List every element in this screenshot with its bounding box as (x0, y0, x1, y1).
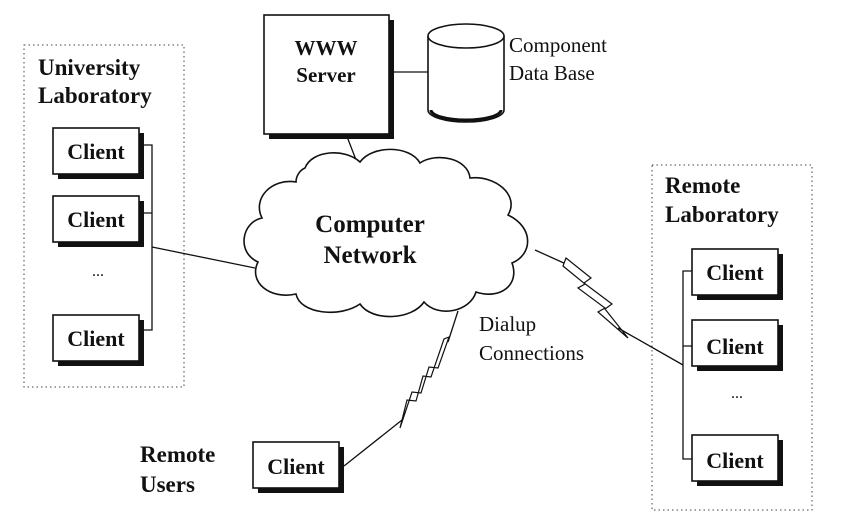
server-label-line1: WWW (295, 36, 358, 60)
database-cylinder (427, 23, 505, 123)
university-lab-frame (23, 44, 185, 388)
remote-users-client: Client (252, 441, 344, 493)
remote-lab-client-3-label: Client (706, 448, 764, 473)
remote-users-title-line2: Users (140, 472, 195, 497)
university-ellipsis: ... (92, 263, 104, 280)
university-client-2-label: Client (67, 207, 125, 232)
remote-users-client-label: Client (267, 454, 325, 479)
remote-lab-ellipsis: ... (731, 385, 743, 402)
database-label-line2: Data Base (509, 61, 595, 85)
network-label-line1: Computer (315, 211, 425, 238)
university-client-1: Client (52, 127, 144, 179)
remote-users-lightning-icon (399, 335, 451, 429)
network-label-line2: Network (323, 242, 416, 269)
university-client-3-label: Client (67, 326, 125, 351)
remote-lab-client-1: Client (691, 248, 783, 300)
remote-users-title-line1: Remote (140, 442, 215, 467)
remote-lab-bus-line (682, 270, 692, 460)
dialup-label-line1: Dialup (479, 312, 536, 336)
university-client-1-label: Client (67, 139, 125, 164)
database-label-line1: Component (509, 33, 607, 57)
remote-lab-client-1-label: Client (706, 260, 764, 285)
remote-lab-link-lower (617, 327, 684, 366)
dialup-label-line2: Connections (479, 341, 584, 365)
server-label-line2: Server (296, 63, 355, 87)
university-client-2: Client (52, 195, 144, 247)
university-client-3: Client (52, 314, 144, 366)
university-lab-title-line1: University (38, 55, 141, 80)
www-server: WWW Server (263, 14, 394, 139)
computer-network-cloud (243, 148, 529, 318)
remote-lab-title-line1: Remote (665, 173, 740, 198)
remote-lab-frame (651, 164, 813, 511)
remote-lab-lightning-icon (562, 257, 629, 339)
remote-lab-client-2: Client (691, 319, 783, 371)
university-bus-line (144, 144, 256, 331)
university-lab-title-line2: Laboratory (38, 83, 152, 108)
remote-lab-title-line2: Laboratory (665, 202, 779, 227)
remote-lab-client-2-label: Client (706, 334, 764, 359)
remote-users-link-lower (343, 419, 403, 467)
remote-lab-client-3: Client (691, 434, 783, 486)
remote-lab-link-upper (534, 249, 567, 265)
